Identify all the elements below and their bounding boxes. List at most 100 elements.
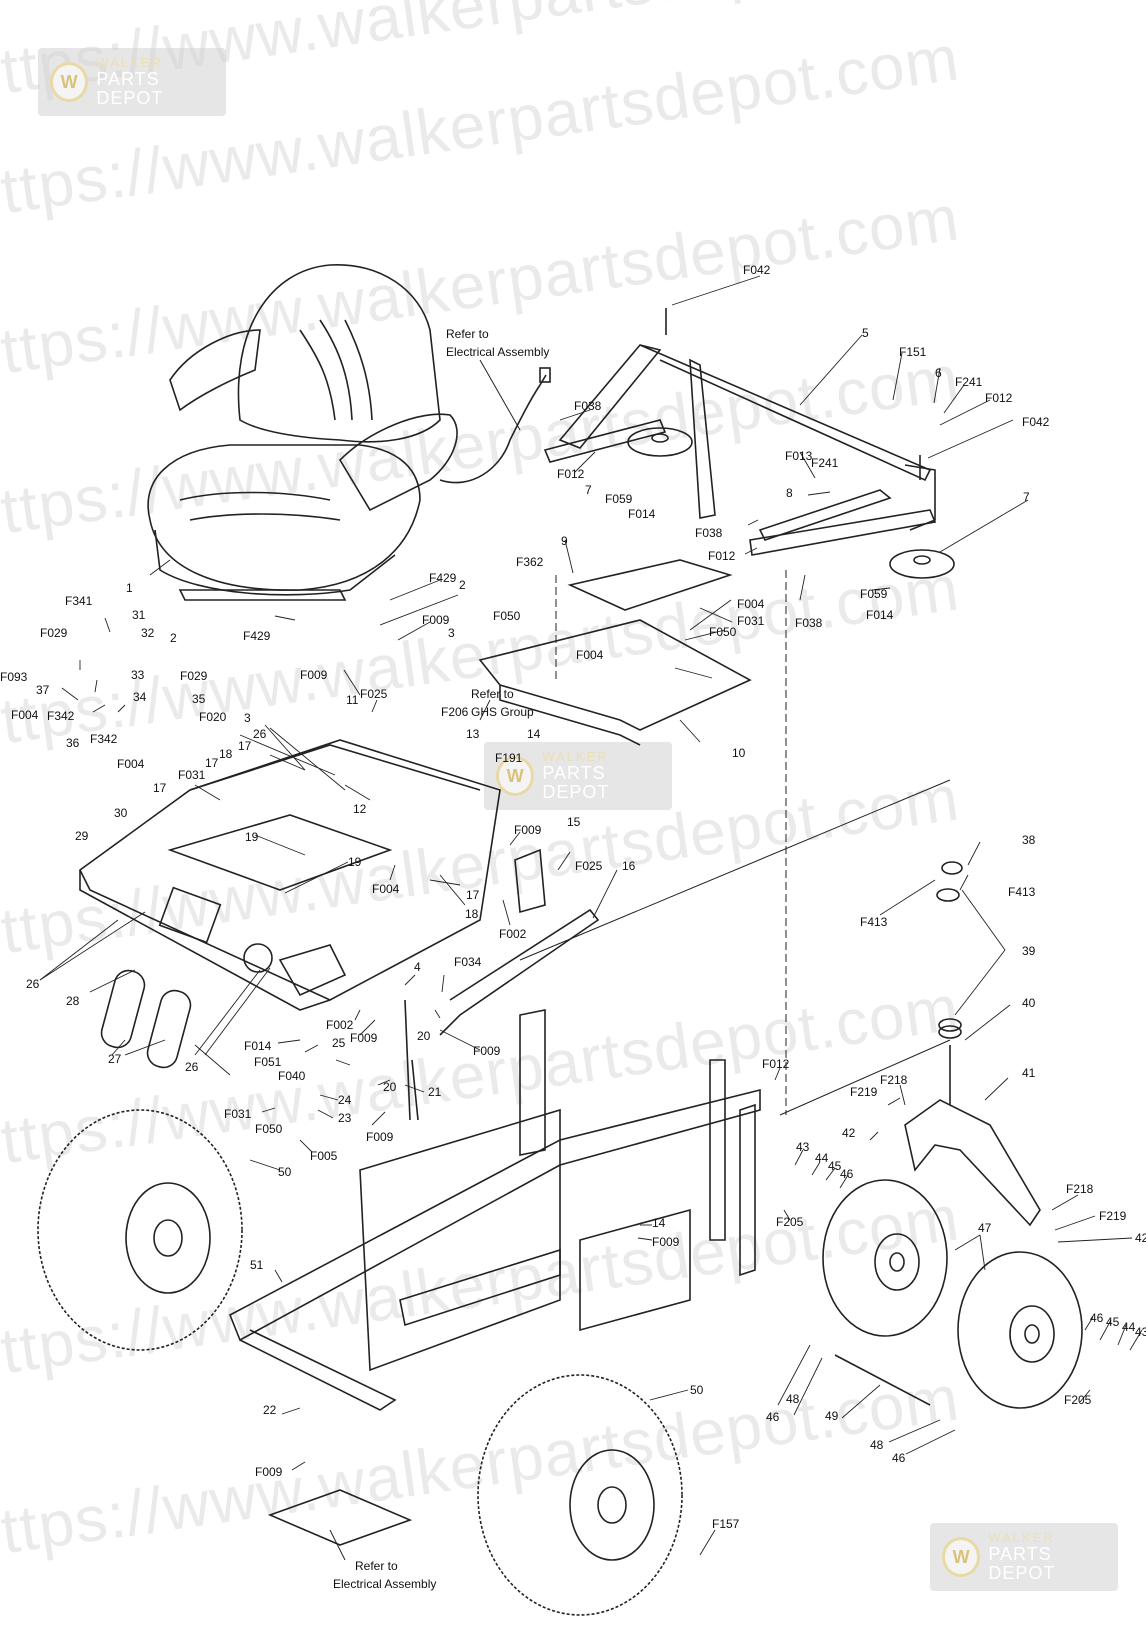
callout-label: 46 xyxy=(892,1451,906,1465)
callout-label: F009 xyxy=(514,823,542,837)
callout-label: 3 xyxy=(244,711,251,725)
note-line: Electrical Assembly xyxy=(446,345,549,359)
callout-label: 10 xyxy=(732,746,746,760)
callout-label: 49 xyxy=(825,1409,839,1423)
callout-label: F012 xyxy=(708,549,736,563)
callout-label: F241 xyxy=(811,456,839,470)
callout-label: 46 xyxy=(840,1167,854,1181)
callout-label: 3 xyxy=(448,626,455,640)
callout-label: F025 xyxy=(360,687,388,701)
callout-label: 38 xyxy=(1022,833,1036,847)
callout-label: F191 xyxy=(495,751,523,765)
callout-label: F031 xyxy=(737,614,765,628)
callout-label: F014 xyxy=(244,1039,272,1053)
callout-label: F219 xyxy=(850,1085,878,1099)
callout-label: 48 xyxy=(870,1438,884,1452)
note-ghs-group: Refer to GHS Group xyxy=(471,687,534,719)
belt-27 xyxy=(146,989,192,1069)
note-line: Refer to xyxy=(446,327,489,341)
callout-label: 17 xyxy=(238,739,252,753)
callout-label: 47 xyxy=(978,1221,992,1235)
callout-label: F025 xyxy=(575,859,603,873)
rear-tire-50 xyxy=(477,1374,683,1616)
callout-label: 26 xyxy=(185,1060,199,1074)
callout-label: F009 xyxy=(473,1044,501,1058)
callout-label: 7 xyxy=(585,483,592,497)
callout-label: F005 xyxy=(310,1149,338,1163)
callout-label: 45 xyxy=(1106,1315,1120,1329)
callout-label: F059 xyxy=(860,587,888,601)
callout-label: 46 xyxy=(1090,1311,1104,1325)
callout-labels: F042 5 F151 6 F241 F012 F042 F038 F012 7… xyxy=(0,263,1146,1531)
callout-label: F034 xyxy=(454,955,482,969)
callout-label: 24 xyxy=(338,1093,352,1107)
callout-label: 34 xyxy=(133,690,147,704)
logo-brand-top: WALKER xyxy=(988,1530,1055,1546)
logo-brand-bottom: PARTS DEPOT xyxy=(542,762,610,802)
callout-label: F004 xyxy=(576,648,604,662)
callout-label: 32 xyxy=(141,626,155,640)
callout-label: 50 xyxy=(278,1165,292,1179)
callout-label: F004 xyxy=(117,757,145,771)
callout-label: 43 xyxy=(796,1140,810,1154)
callout-label: F029 xyxy=(180,669,208,683)
callout-label: 19 xyxy=(245,830,259,844)
note-line: Electrical Assembly xyxy=(333,1577,436,1591)
callout-label: F429 xyxy=(429,571,457,585)
callout-label: 11 xyxy=(346,693,359,707)
caster-wheel-7 xyxy=(889,549,955,579)
logo-brand-bottom: PARTS DEPOT xyxy=(96,68,164,108)
belt-27 xyxy=(100,969,146,1049)
callout-label: F042 xyxy=(743,263,771,277)
callout-label: 2 xyxy=(459,578,466,592)
callout-label: 51 xyxy=(250,1258,264,1272)
callout-label: 18 xyxy=(219,747,233,761)
front-caster-tire-47 xyxy=(957,1251,1083,1409)
callout-label: 50 xyxy=(690,1383,704,1397)
callout-label: F151 xyxy=(899,345,927,359)
callout-label: F219 xyxy=(1099,1209,1127,1223)
bearing-39 xyxy=(938,1018,962,1032)
callout-label: F038 xyxy=(795,616,823,630)
callout-label: F050 xyxy=(709,625,737,639)
note-line: Refer to xyxy=(355,1559,398,1573)
callout-label: F020 xyxy=(199,710,227,724)
callout-label: F051 xyxy=(254,1055,282,1069)
walker-w-icon: W xyxy=(50,62,89,102)
callout-label: 43 xyxy=(1135,1325,1146,1339)
callout-label: F362 xyxy=(516,555,544,569)
callout-label: 9 xyxy=(561,534,568,548)
callout-label: F009 xyxy=(422,613,450,627)
callout-label: 41 xyxy=(1022,1066,1036,1080)
callout-label: 42 xyxy=(842,1126,856,1140)
callout-label: 21 xyxy=(428,1085,442,1099)
callout-label: F038 xyxy=(574,399,602,413)
axle-49 xyxy=(834,1354,931,1406)
callout-label: 6 xyxy=(935,366,942,380)
callout-label: 27 xyxy=(108,1052,122,1066)
callout-label: F050 xyxy=(255,1122,283,1136)
callout-label: F218 xyxy=(880,1073,908,1087)
callout-label: F218 xyxy=(1066,1182,1094,1196)
walker-w-icon: W xyxy=(942,1537,981,1577)
logo-brand-bottom: PARTS DEPOT xyxy=(988,1543,1056,1583)
callout-label: F009 xyxy=(255,1465,283,1479)
callout-label: F040 xyxy=(278,1069,306,1083)
callout-label: F014 xyxy=(628,507,656,521)
callout-label: 25 xyxy=(332,1036,346,1050)
callout-label: 26 xyxy=(26,977,40,991)
callout-label: 39 xyxy=(1022,944,1036,958)
callout-label: 17 xyxy=(205,756,219,770)
callout-label: F429 xyxy=(243,629,271,643)
callout-label: 14 xyxy=(652,1216,666,1230)
callout-leaders xyxy=(39,275,1143,1556)
caster-fork-41 xyxy=(904,1099,1041,1227)
callout-label: 26 xyxy=(253,727,267,741)
callout-label: F004 xyxy=(11,708,39,722)
main-chassis-51 xyxy=(228,1009,761,1411)
logo-brand-top: WALKER xyxy=(542,749,609,765)
